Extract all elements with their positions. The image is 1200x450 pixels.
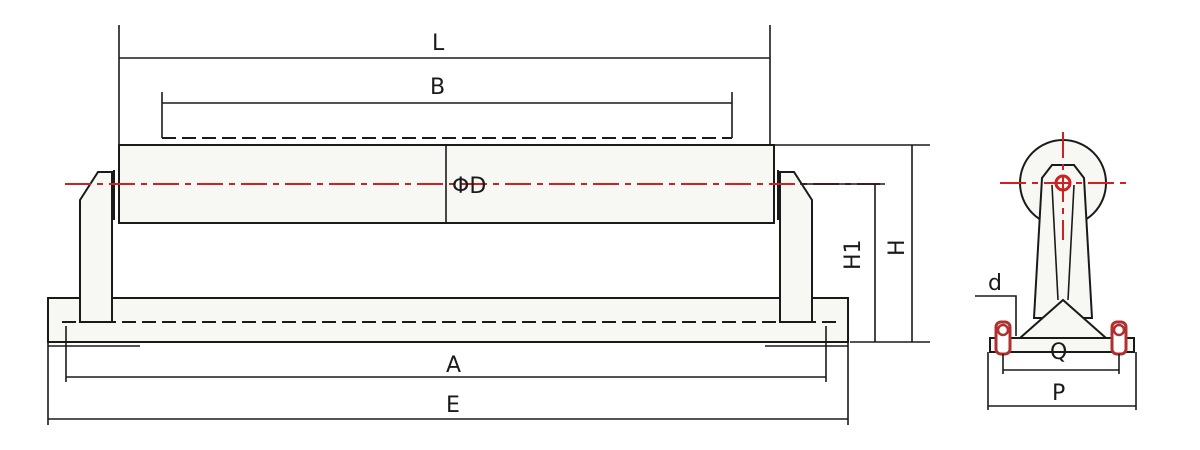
label-H1: H1 xyxy=(841,239,866,270)
side-base-plate xyxy=(989,337,1135,353)
front-view: ΦD L B A E xyxy=(47,25,930,425)
label-A: A xyxy=(446,353,461,378)
dimension-Q: Q xyxy=(1002,340,1120,374)
label-L: L xyxy=(432,31,445,56)
dimension-P: P xyxy=(987,352,1137,410)
side-bolt-left xyxy=(994,320,1012,356)
label-B: B xyxy=(430,75,445,100)
label-P: P xyxy=(1052,381,1065,406)
side-bolt-right xyxy=(1110,320,1128,356)
dimension-B: B xyxy=(161,75,733,138)
label-d: d xyxy=(988,271,1002,296)
dimension-A: A xyxy=(65,326,827,382)
label-E: E xyxy=(446,393,460,418)
side-gusset xyxy=(1017,298,1109,339)
side-support-leg xyxy=(1032,164,1094,319)
label-H: H xyxy=(885,239,910,256)
dimension-H: H xyxy=(774,144,930,343)
base-plate xyxy=(47,297,849,343)
right-bracket xyxy=(779,171,813,323)
side-leg-inner xyxy=(1051,184,1075,301)
side-view: d Q P xyxy=(975,132,1137,410)
diameter-label: ΦD xyxy=(452,174,486,199)
label-Q: Q xyxy=(1050,340,1067,365)
left-bracket xyxy=(79,171,113,323)
dimension-L: L xyxy=(118,25,771,145)
dimension-E: E xyxy=(47,342,849,425)
dimension-H1: H1 xyxy=(800,183,885,343)
dimension-d: d xyxy=(975,271,1017,336)
